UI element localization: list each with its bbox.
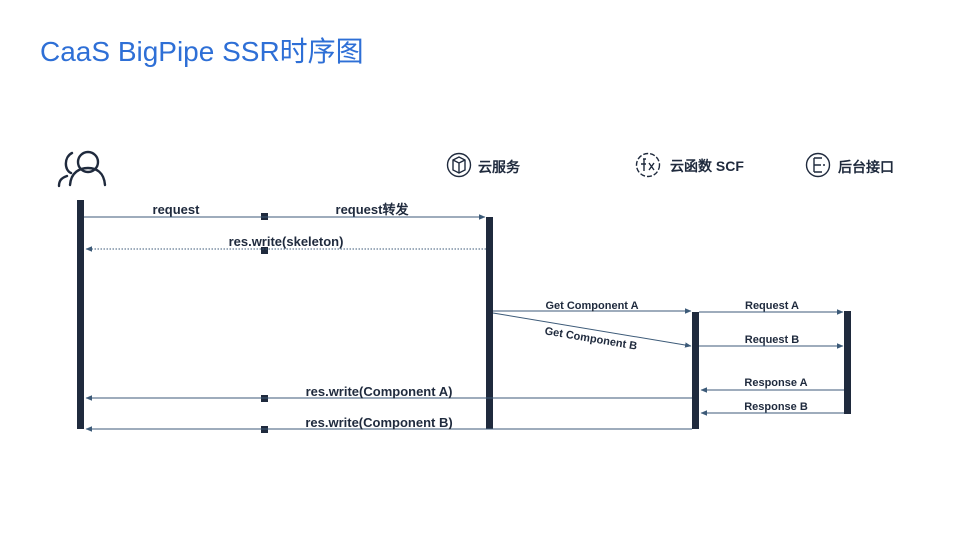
backend-api-icon (805, 152, 831, 178)
msg-get-component-a: Get Component A (545, 300, 638, 312)
msg-res-write-component-b: res.write(Component B) (305, 415, 452, 430)
page-title: CaaS BigPipe SSR时序图 (40, 36, 364, 67)
marker-skeleton (261, 247, 268, 254)
users-icon (57, 150, 107, 188)
cloud-service-icon (446, 152, 472, 178)
lifeline-cloud-service (486, 217, 493, 429)
msg-request-forward: request转发 (336, 202, 410, 217)
lifeline-cloud-function (692, 312, 699, 429)
lifeline-user (77, 200, 84, 429)
msg-res-write-component-a: res.write(Component A) (306, 384, 453, 399)
msg-response-a: Response A (744, 377, 807, 389)
cloud-function-icon (635, 152, 661, 178)
actor-label-cloud-function: 云函数 SCF (670, 158, 744, 174)
actor-label-backend: 后台接口 (838, 159, 894, 175)
msg-request: request (153, 202, 201, 217)
msg-response-b: Response B (744, 401, 808, 413)
lifeline-backend (844, 311, 851, 414)
msg-request-a: Request A (745, 300, 799, 312)
arrow-get-component-b (492, 312, 692, 348)
actor-label-cloud-service: 云服务 (478, 159, 521, 175)
msg-request-b: Request B (745, 334, 799, 346)
msg-res-write-skeleton: res.write(skeleton) (229, 234, 344, 249)
